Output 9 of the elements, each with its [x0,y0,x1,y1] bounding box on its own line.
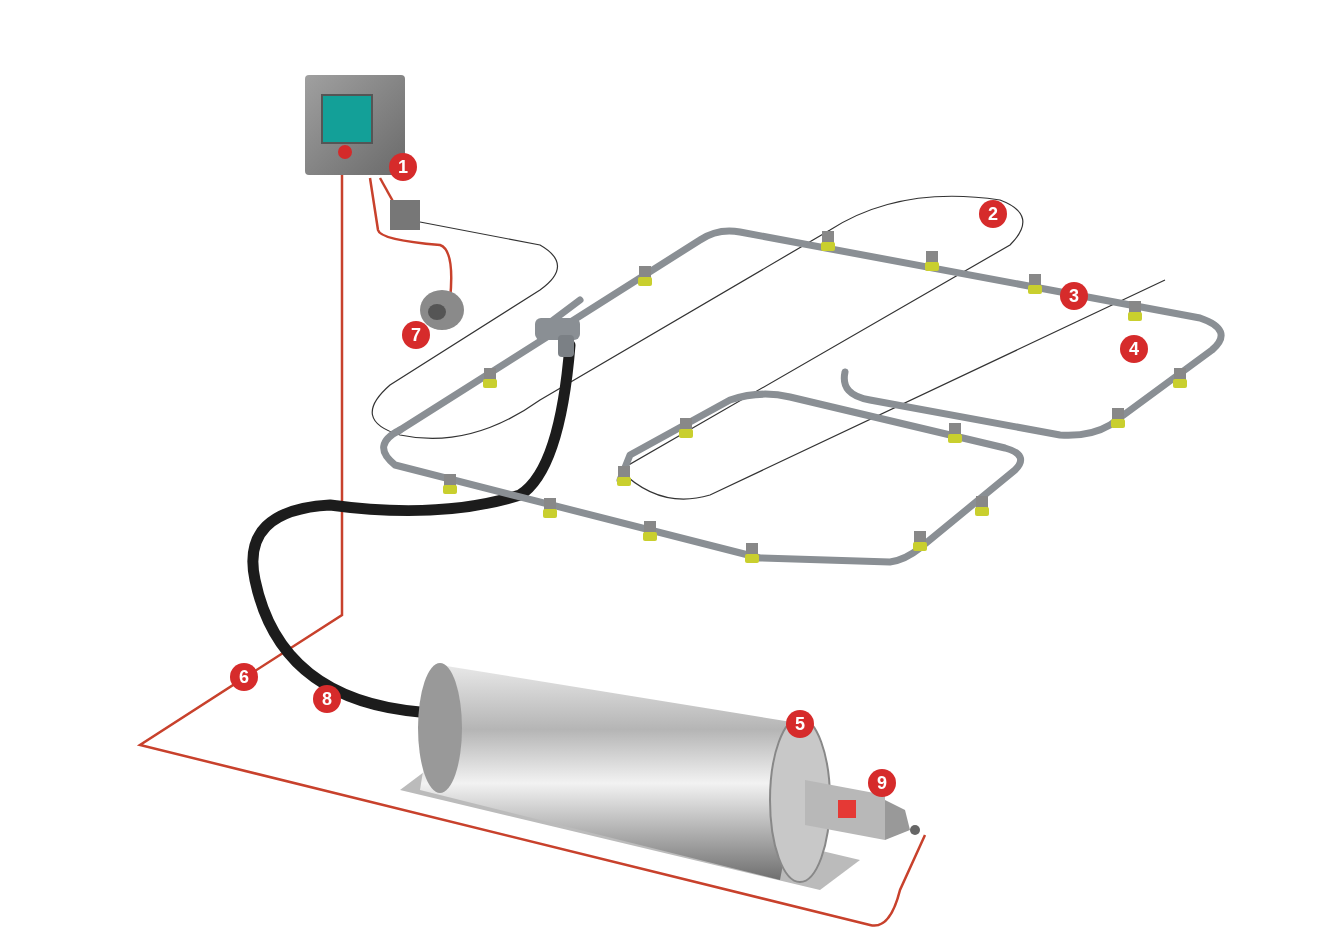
callout-number: 7 [402,321,430,349]
callout-number: 9 [868,769,896,797]
callout-number: 3 [1060,282,1088,310]
callout-number: 8 [313,685,341,713]
callout-number: 1 [389,153,417,181]
callout-number: 6 [230,663,258,691]
callout-number: 5 [786,710,814,738]
callout-number: 4 [1120,335,1148,363]
callout-number: 2 [979,200,1007,228]
